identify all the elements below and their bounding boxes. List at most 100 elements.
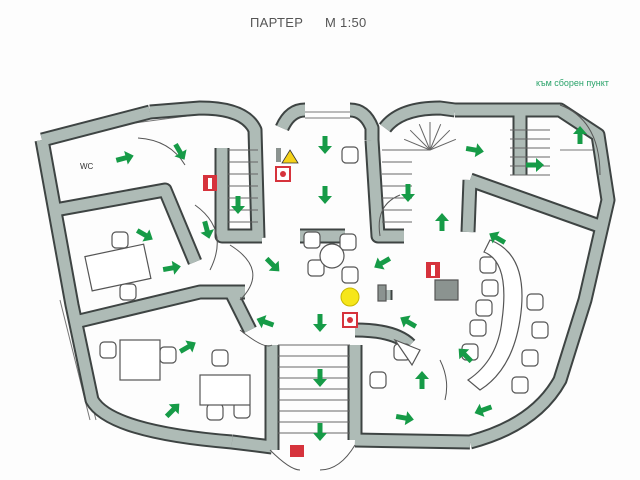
chair — [303, 231, 321, 249]
evacuation-arrow-icon — [313, 423, 327, 441]
evacuation-arrow-icon — [474, 403, 493, 417]
evacuation-arrow-icon — [115, 150, 134, 165]
door-swing — [194, 204, 218, 271]
doors — [137, 104, 601, 471]
evacuation-arrow-icon — [200, 220, 215, 239]
wall — [40, 106, 152, 146]
evacuation-arrow-icon — [178, 340, 196, 354]
wall — [54, 184, 201, 265]
evacuation-arrow-icon — [489, 231, 507, 245]
fire-extinguisher-glyph — [208, 178, 212, 189]
evacuation-arrow-icon — [313, 369, 327, 387]
chair — [159, 346, 177, 364]
wall — [462, 179, 476, 233]
desk — [199, 374, 251, 406]
evacuation-arrow-icon — [458, 348, 474, 364]
chair — [341, 146, 359, 164]
door-swing — [229, 244, 254, 301]
evacuation-arrows — [115, 126, 587, 441]
chair — [369, 371, 387, 389]
chair — [475, 299, 493, 317]
wall — [73, 286, 245, 328]
door-swing — [269, 444, 356, 471]
chair — [119, 283, 137, 301]
wall — [276, 104, 378, 140]
wall — [455, 104, 614, 448]
evacuation-arrow-icon — [318, 136, 332, 154]
wall — [231, 436, 273, 453]
chair — [479, 256, 497, 274]
evacuation-arrow-icon — [400, 315, 418, 329]
stairs — [228, 122, 550, 434]
chair — [526, 293, 544, 311]
fire-alarm-glyph — [347, 317, 353, 323]
wall — [354, 324, 414, 350]
stair-step — [418, 123, 431, 151]
round-table — [319, 243, 345, 269]
wall-outline — [149, 100, 266, 239]
lamp-icon — [340, 287, 360, 307]
scale-label: М 1:50 — [325, 15, 367, 30]
furniture — [84, 146, 549, 421]
evacuation-arrow-icon — [526, 158, 544, 172]
walls — [36, 102, 614, 453]
evacuation-arrow-icon — [395, 411, 414, 426]
high-voltage-warning-icon — [281, 149, 299, 164]
evacuation-arrow-icon — [318, 186, 332, 204]
chair — [307, 259, 325, 277]
stair-step — [403, 138, 431, 151]
evacuation-arrow-icon — [313, 314, 327, 332]
chair — [99, 341, 117, 359]
wall — [354, 434, 471, 448]
fire-extinguisher-glyph — [431, 265, 435, 276]
evacuation-arrow-icon — [231, 196, 245, 214]
evacuation-arrow-icon — [435, 213, 449, 231]
desk — [119, 339, 161, 381]
door-swing — [239, 329, 273, 347]
reception-counter — [466, 239, 523, 391]
fire-alarm-glyph — [280, 171, 286, 177]
wall — [149, 102, 264, 239]
cabinet — [434, 279, 459, 301]
desk — [393, 338, 421, 367]
chair — [481, 279, 499, 297]
assembly-point-label: към сборен пункт — [536, 78, 609, 88]
evacuation-arrow-icon — [164, 403, 180, 419]
wall — [216, 148, 262, 242]
chair — [206, 403, 224, 421]
chair — [511, 376, 529, 394]
wall — [468, 174, 607, 234]
evacuation-arrow-icon — [415, 371, 429, 389]
cabinet — [377, 284, 387, 302]
door-swing — [559, 104, 601, 176]
evacuation-arrow-icon — [162, 260, 181, 275]
wall — [36, 139, 233, 448]
stair-step — [429, 129, 451, 151]
chair — [341, 266, 359, 284]
exit-sign-icon — [290, 445, 304, 457]
evacuation-arrow-icon — [374, 256, 392, 270]
evacuation-arrow-icon — [573, 126, 587, 144]
stair-step — [409, 129, 431, 151]
desk — [84, 243, 152, 292]
door-swing — [137, 137, 186, 166]
chair — [339, 233, 357, 251]
wall — [366, 139, 404, 242]
wall — [225, 287, 255, 333]
evacuation-arrow-icon — [256, 315, 275, 329]
evacuation-arrow-icon — [465, 143, 484, 158]
wc-label: WC — [80, 162, 94, 171]
stair-step — [429, 138, 457, 151]
door-swing — [439, 359, 448, 401]
chair — [469, 319, 487, 337]
evacuation-arrow-icon — [173, 142, 187, 160]
floor-title: ПАРТЕР — [250, 15, 304, 30]
chair — [211, 349, 229, 367]
electrical-panel — [276, 148, 281, 162]
evacuation-arrow-icon — [264, 256, 280, 272]
signs — [203, 148, 440, 457]
wall — [380, 102, 456, 132]
chair — [111, 231, 129, 249]
